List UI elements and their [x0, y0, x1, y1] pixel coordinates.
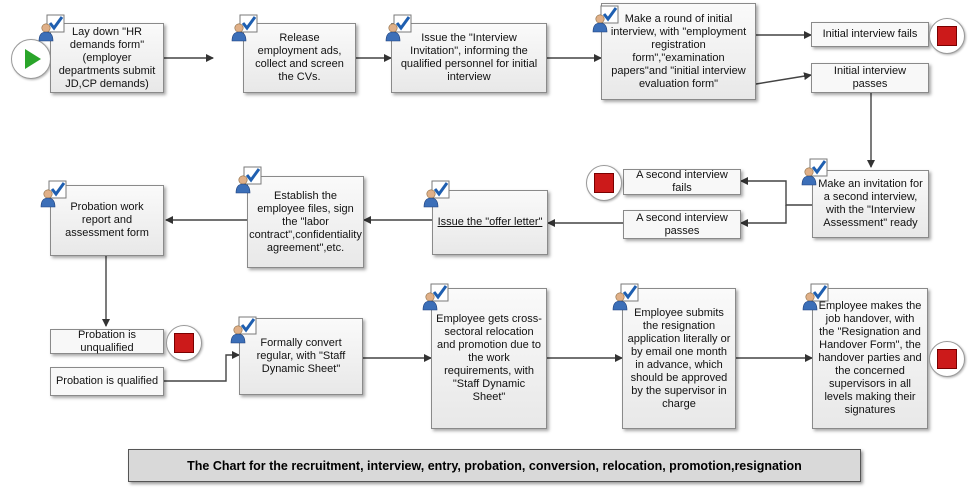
task-offer-letter[interactable]: Issue the "offer letter" — [432, 190, 548, 255]
end-event-handover — [929, 341, 965, 377]
task-label: Initial interview fails — [822, 28, 918, 40]
user-task-icon — [422, 283, 449, 311]
task-second-fails[interactable]: A second interview fails — [623, 169, 741, 195]
task-employee-files[interactable]: Establish the employee files, sign the "… — [247, 176, 364, 268]
task-label: Employee makes the job handover, with th… — [818, 300, 922, 416]
task-label: A second interview passes — [636, 211, 728, 237]
task-resignation[interactable]: Employee submits the resignation applica… — [622, 288, 736, 429]
user-task-icon — [592, 5, 619, 33]
task-label: Employee submits the resignation applica… — [627, 306, 731, 410]
task-initial-interview[interactable]: Make a round of initial interview, with … — [601, 3, 756, 100]
task-relocation[interactable]: Employee gets cross-sectoral relocation … — [431, 288, 547, 429]
user-task-icon — [40, 180, 67, 208]
task-label: Formally convert regular, with "Staff Dy… — [256, 337, 346, 375]
task-label: Probation work report and assessment for… — [65, 201, 149, 239]
task-hr-demands[interactable]: Lay down "HR demands form"(employer depa… — [50, 23, 164, 93]
task-label: Employee gets cross-sectoral relocation … — [436, 313, 542, 403]
end-event-probation-unqualified — [166, 325, 202, 361]
arrow-second-to-passes — [740, 205, 787, 227]
user-task-icon — [802, 283, 829, 311]
stop-icon — [937, 349, 957, 369]
user-task-icon — [801, 158, 828, 186]
arrow-initial-to-passes — [755, 72, 812, 85]
task-label: Probation is qualified — [55, 375, 159, 387]
task-label: Release employment ads, collect and scre… — [255, 32, 344, 83]
task-interview-invitation[interactable]: Issue the "Interview Invitation", inform… — [391, 23, 547, 93]
task-second-passes[interactable]: A second interview passes — [623, 210, 741, 239]
user-task-icon — [385, 14, 412, 42]
user-task-icon — [230, 316, 257, 344]
start-event — [11, 39, 51, 79]
play-icon — [25, 49, 41, 69]
user-task-icon — [612, 283, 639, 311]
user-task-icon — [235, 166, 262, 194]
chart-title: The Chart for the recruitment, interview… — [128, 449, 861, 482]
arrow-qualified-to-convert — [164, 351, 240, 382]
user-task-icon — [38, 14, 65, 42]
user-task-icon — [423, 180, 450, 208]
task-label: Lay down "HR demands form"(employer depa… — [58, 25, 156, 90]
task-release-ads[interactable]: Release employment ads, collect and scre… — [243, 23, 356, 93]
task-label: Make a round of initial interview, with … — [610, 12, 747, 90]
task-probation-qualified[interactable]: Probation is qualified — [50, 367, 164, 396]
task-handover[interactable]: Employee makes the job handover, with th… — [812, 288, 928, 429]
task-label: Probation is unqualified — [77, 328, 137, 354]
task-label: A second interview fails — [636, 169, 728, 194]
end-event-initial-fails — [929, 18, 965, 54]
task-probation-form[interactable]: Probation work report and assessment for… — [50, 185, 164, 256]
task-label: Issue the "offer letter" — [437, 216, 543, 228]
end-event-second-fails — [586, 165, 622, 201]
task-initial-passes[interactable]: Initial interview passes — [811, 63, 929, 93]
task-probation-unqualified[interactable]: Probation is unqualified — [50, 329, 164, 354]
stop-icon — [937, 26, 957, 46]
task-convert-regular[interactable]: Formally convert regular, with "Staff Dy… — [239, 318, 363, 395]
arrow-second-to-fails — [740, 177, 812, 206]
task-second-invitation[interactable]: Make an invitation for a second intervie… — [812, 170, 929, 238]
stop-icon — [594, 173, 614, 193]
stop-icon — [174, 333, 194, 353]
task-label: Establish the employee files, sign the "… — [249, 189, 362, 254]
task-label: Initial interview passes — [833, 65, 907, 90]
task-label: Make an invitation for a second intervie… — [818, 178, 923, 229]
task-initial-fails[interactable]: Initial interview fails — [811, 22, 929, 47]
task-label: Issue the "Interview Invitation", inform… — [400, 32, 538, 83]
user-task-icon — [231, 14, 258, 42]
